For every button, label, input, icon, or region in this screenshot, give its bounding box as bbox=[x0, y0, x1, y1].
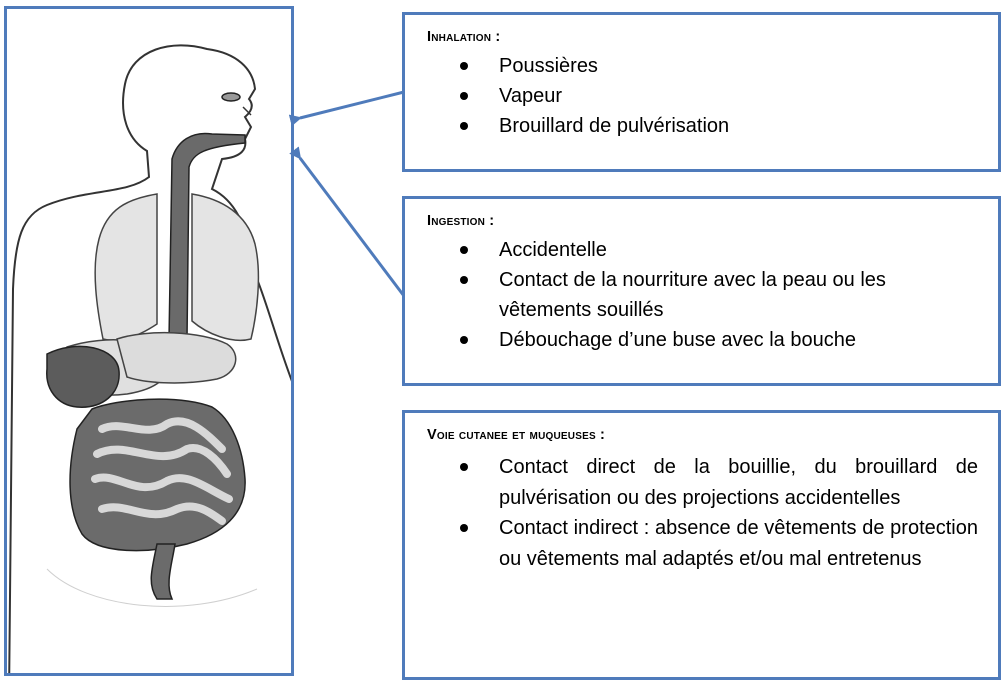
ingestion-list: Accidentelle Contact de la nourriture av… bbox=[427, 235, 978, 355]
inhalation-box: Inhalation : Poussières Vapeur Brouillar… bbox=[402, 12, 1001, 172]
inhalation-list: Poussières Vapeur Brouillard de pulvéris… bbox=[427, 51, 978, 141]
list-item: Contact de la nourriture avec la peau ou… bbox=[499, 265, 978, 325]
inhalation-title: Inhalation : bbox=[427, 29, 978, 45]
inhalation-arrow bbox=[300, 92, 404, 118]
list-item: Contact indirect : absence de vêtements … bbox=[499, 513, 978, 574]
list-item: Vapeur bbox=[499, 81, 978, 111]
human-body-icon bbox=[7, 9, 294, 676]
cutanee-title: Voie cutanee et muqueuses : bbox=[427, 427, 978, 443]
ingestion-arrow bbox=[300, 158, 404, 296]
list-item: Accidentelle bbox=[499, 235, 978, 265]
ingestion-title: Ingestion : bbox=[427, 213, 978, 229]
cutanee-box: Voie cutanee et muqueuses : Contact dire… bbox=[402, 410, 1001, 680]
ingestion-box: Ingestion : Accidentelle Contact de la n… bbox=[402, 196, 1001, 386]
list-item: Brouillard de pulvérisation bbox=[499, 111, 978, 141]
cutanee-list: Contact direct de la bouillie, du brouil… bbox=[427, 452, 978, 574]
ingestion-title-text: Ingestion : bbox=[427, 213, 494, 229]
list-item: Débouchage d’une buse avec la bouche bbox=[499, 325, 978, 355]
list-item: Poussières bbox=[499, 51, 978, 81]
inhalation-title-text: Inhalation : bbox=[427, 29, 500, 45]
list-item: Contact direct de la bouillie, du brouil… bbox=[499, 452, 978, 513]
cutanee-title-text: Voie cutanee et muqueuses : bbox=[427, 427, 605, 443]
body-illustration-frame bbox=[4, 6, 294, 676]
